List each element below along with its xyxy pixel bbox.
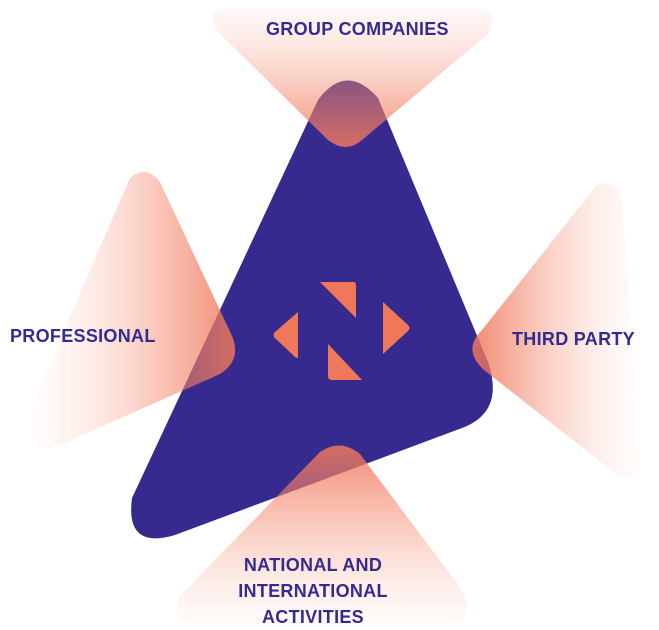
logo-icon: [273, 282, 410, 380]
logo-top-piece: [320, 282, 356, 318]
label-bottom-line-3: ACTIVITIES: [261, 607, 364, 627]
central-triangle: [131, 80, 493, 539]
label-group-companies: GROUP COMPANIES: [266, 19, 449, 39]
cone-bottom: [176, 445, 468, 624]
label-professional: PROFESSIONAL: [10, 326, 156, 346]
cone-top: [212, 8, 493, 147]
label-third-party: THIRD PARTY: [512, 329, 635, 349]
logo-bottom-piece: [328, 344, 362, 380]
cone-left: [31, 171, 236, 449]
label-bottom-line-2: INTERNATIONAL: [238, 581, 388, 601]
label-bottom-line-1: NATIONAL AND: [243, 555, 383, 575]
label-national-international-activities: NATIONAL AND INTERNATIONAL ACTIVITIES: [208, 552, 418, 630]
logo-left-piece: [273, 312, 298, 358]
logo-right-piece: [383, 302, 410, 354]
cone-right: [472, 182, 640, 478]
